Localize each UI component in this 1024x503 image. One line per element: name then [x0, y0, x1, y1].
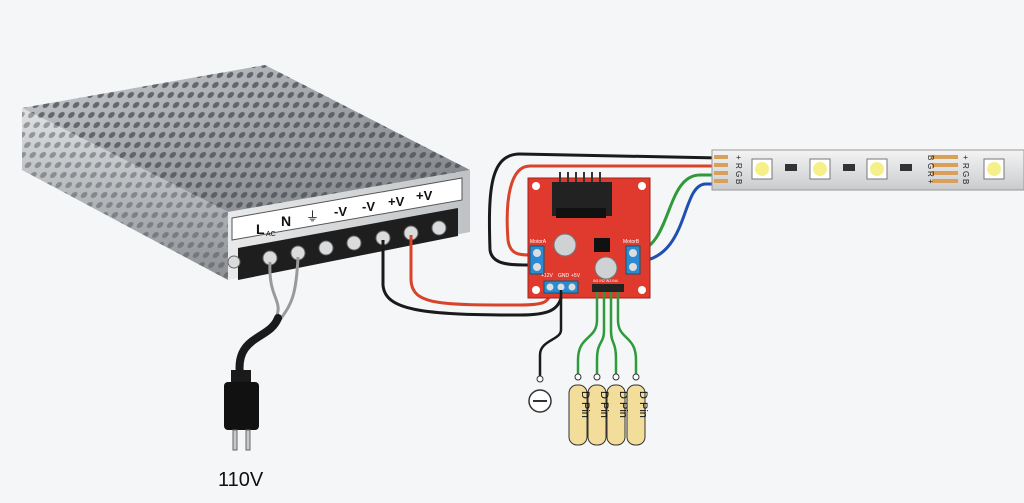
digital-pin-label-3: D Pin: [617, 391, 629, 418]
driver-board: [527, 172, 651, 299]
strip-pads-right-a: BGR +: [926, 155, 935, 184]
strip-pad-right-b-1: R: [961, 163, 970, 169]
terminal-label-neg-v-2: -V: [362, 199, 375, 214]
strip-pad-right-b-0: +: [961, 155, 970, 160]
wire-strip-plus: [487, 152, 721, 267]
strip-pad-right-b-2: G: [961, 171, 970, 177]
strip-pad-right-a-0: B: [926, 155, 935, 160]
led-chips: [751, 158, 1005, 180]
header-label-gnd: GND: [558, 273, 570, 279]
power-supply: L AC N ⏚ -V -V +V +V: [22, 65, 470, 280]
motor-a-label: MotorA: [530, 239, 547, 245]
motor-b-label: MotorB: [623, 239, 640, 245]
digital-pin-label-4: D Pin: [637, 391, 649, 418]
pin-connector-dots: [574, 373, 640, 381]
terminal-label-l: L: [256, 221, 265, 237]
wire-strip-red: [505, 164, 720, 257]
strip-pads-left: + RGB: [734, 155, 743, 184]
digital-pin-label-1: D Pin: [579, 391, 591, 418]
header-label-12v: +12V: [541, 273, 553, 279]
strip-pad-left-1: R: [734, 163, 743, 169]
wire-ground: [538, 290, 563, 378]
terminal-label-n: N: [281, 213, 291, 229]
digital-pin-tags: [568, 384, 646, 446]
ac-plug: [224, 370, 259, 451]
terminal-label-ac: AC: [266, 231, 276, 238]
terminal-label-pos-v-1: +V: [388, 194, 405, 209]
wire-strip-blue: [634, 182, 720, 264]
digital-pin-label-2: D Pin: [598, 391, 610, 418]
header-label-5v: +5V: [571, 273, 581, 279]
strip-pad-right-b-3: B: [961, 179, 970, 184]
strip-pad-left-0: +: [734, 155, 743, 160]
wire-psu-negative: [381, 240, 564, 317]
strip-pads-right-b: + RGB: [961, 155, 970, 184]
logic-header-label: IN1 IN2 IN3 IN4: [593, 279, 618, 283]
led-strip: [711, 149, 1024, 191]
terminal-label-neg-v-1: -V: [334, 204, 347, 219]
voltage-label: 110V: [218, 469, 264, 491]
strip-pad-right-a-2: R: [926, 171, 935, 177]
digital-pin-wires: [576, 292, 638, 374]
strip-pad-right-a-1: G: [926, 163, 935, 169]
strip-pad-left-3: B: [734, 179, 743, 184]
strip-pad-left-2: G: [734, 171, 743, 177]
wire-psu-positive: [409, 235, 552, 307]
terminal-label-ground: ⏚: [306, 209, 319, 224]
ac-cable: [235, 256, 300, 379]
strip-pad-right-a-3: +: [926, 179, 935, 184]
terminal-label-pos-v-2: +V: [416, 188, 433, 203]
